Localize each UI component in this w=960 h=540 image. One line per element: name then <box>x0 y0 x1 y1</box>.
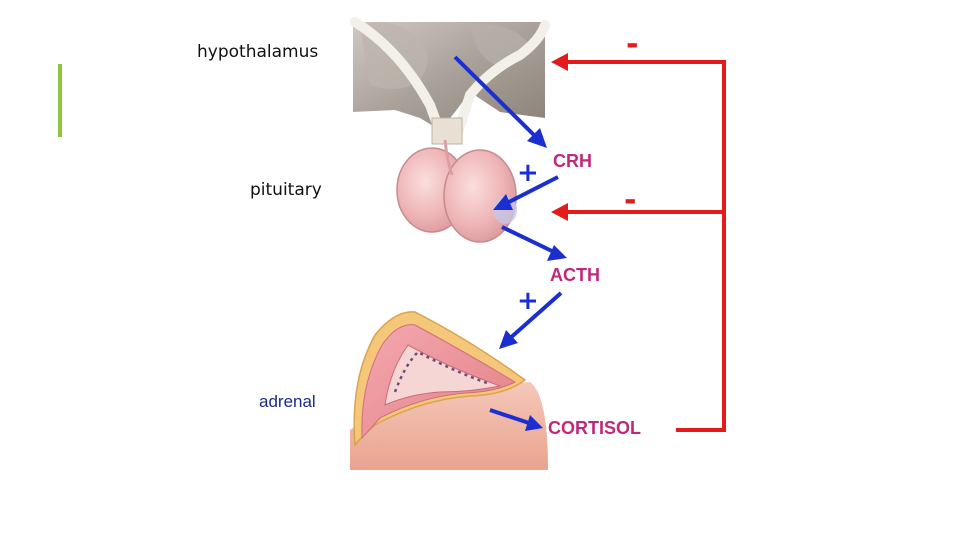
pituitary-gland-image <box>397 140 517 242</box>
hypothalamus-label: hypothalamus <box>197 44 318 61</box>
cortisol-label: CORTISOL <box>548 419 641 437</box>
plus-sign-acth: + <box>517 288 539 314</box>
hypothalamus-image <box>353 22 545 144</box>
plus-sign-crh: + <box>517 160 539 186</box>
adrenal-label: adrenal <box>259 393 316 410</box>
negative-feedback-loop <box>551 53 724 430</box>
acth-label: ACTH <box>550 266 600 284</box>
minus-sign-hypothalamus: - <box>626 30 638 60</box>
arrow-pituitary-to-acth <box>502 227 567 261</box>
pituitary-label: pituitary <box>250 182 322 199</box>
crh-label: CRH <box>553 152 592 170</box>
minus-sign-pituitary: - <box>624 186 636 216</box>
adrenal-cortex-image <box>350 312 548 470</box>
